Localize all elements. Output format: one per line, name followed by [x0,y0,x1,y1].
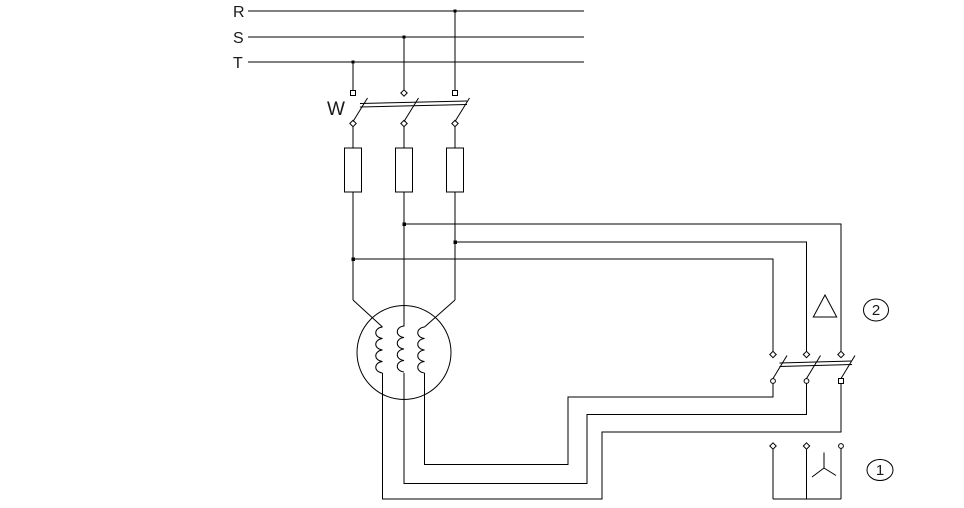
contact-diamond [802,350,811,359]
linkage-bar [359,100,468,104]
main-switch-label: W [327,99,345,120]
wire-to-delta-left [353,258,774,352]
return-wire-right-winding [424,373,774,465]
badge-1-circle [866,459,894,481]
supply-lines: R S T [233,4,584,91]
contact-diamond [802,442,811,450]
delta-contactor: 2 [769,293,889,384]
contact-diamond [837,350,845,359]
wire-diagonal [352,299,383,328]
contact-circle [770,378,776,384]
contact-circle [838,443,844,449]
contact-square [452,90,458,96]
badge-1-label: 1 [876,462,884,479]
winding-return-wires [382,373,842,500]
switch-blade [454,97,470,122]
switch-blade [840,355,856,379]
star-contactor: 1 [769,442,894,500]
motor-winding-right [417,326,425,374]
contact-diamond [769,442,777,450]
switch-blade [352,97,368,122]
contact-diamond [400,89,408,97]
phase-label-r: R [233,4,245,21]
wire-diagonal [424,299,456,328]
star-symbol-arm [811,467,825,478]
return-wire-left-winding [382,373,842,500]
motor-winding-middle [396,323,405,373]
fuse [344,147,362,193]
wire-to-delta-right [404,223,842,352]
switch-blade [806,355,821,379]
contact-square [350,90,356,96]
wire-to-delta-middle [455,241,807,352]
switch-blade [403,97,419,122]
delta-symbol-icon [812,293,838,318]
fuse [446,147,464,193]
linkage-bar [779,360,853,364]
contact-diamond [769,350,777,359]
contact-circle [803,378,810,384]
badge-2-circle [863,298,889,322]
linkage-bar [779,364,853,367]
badge-2-label: 2 [872,302,880,319]
phase-label-t: T [233,55,243,72]
fuse [395,147,413,193]
main-switch-w: W [327,89,470,148]
star-symbol-arm [823,467,837,476]
fuse-group [344,147,464,193]
phase-label-s: S [233,30,244,47]
feeder-wires [351,192,842,352]
return-wire-middle-winding [403,373,807,484]
switch-blade [772,355,788,379]
star-symbol-icon [811,452,837,478]
contact-square [838,378,844,384]
motor-winding-left [375,326,383,374]
